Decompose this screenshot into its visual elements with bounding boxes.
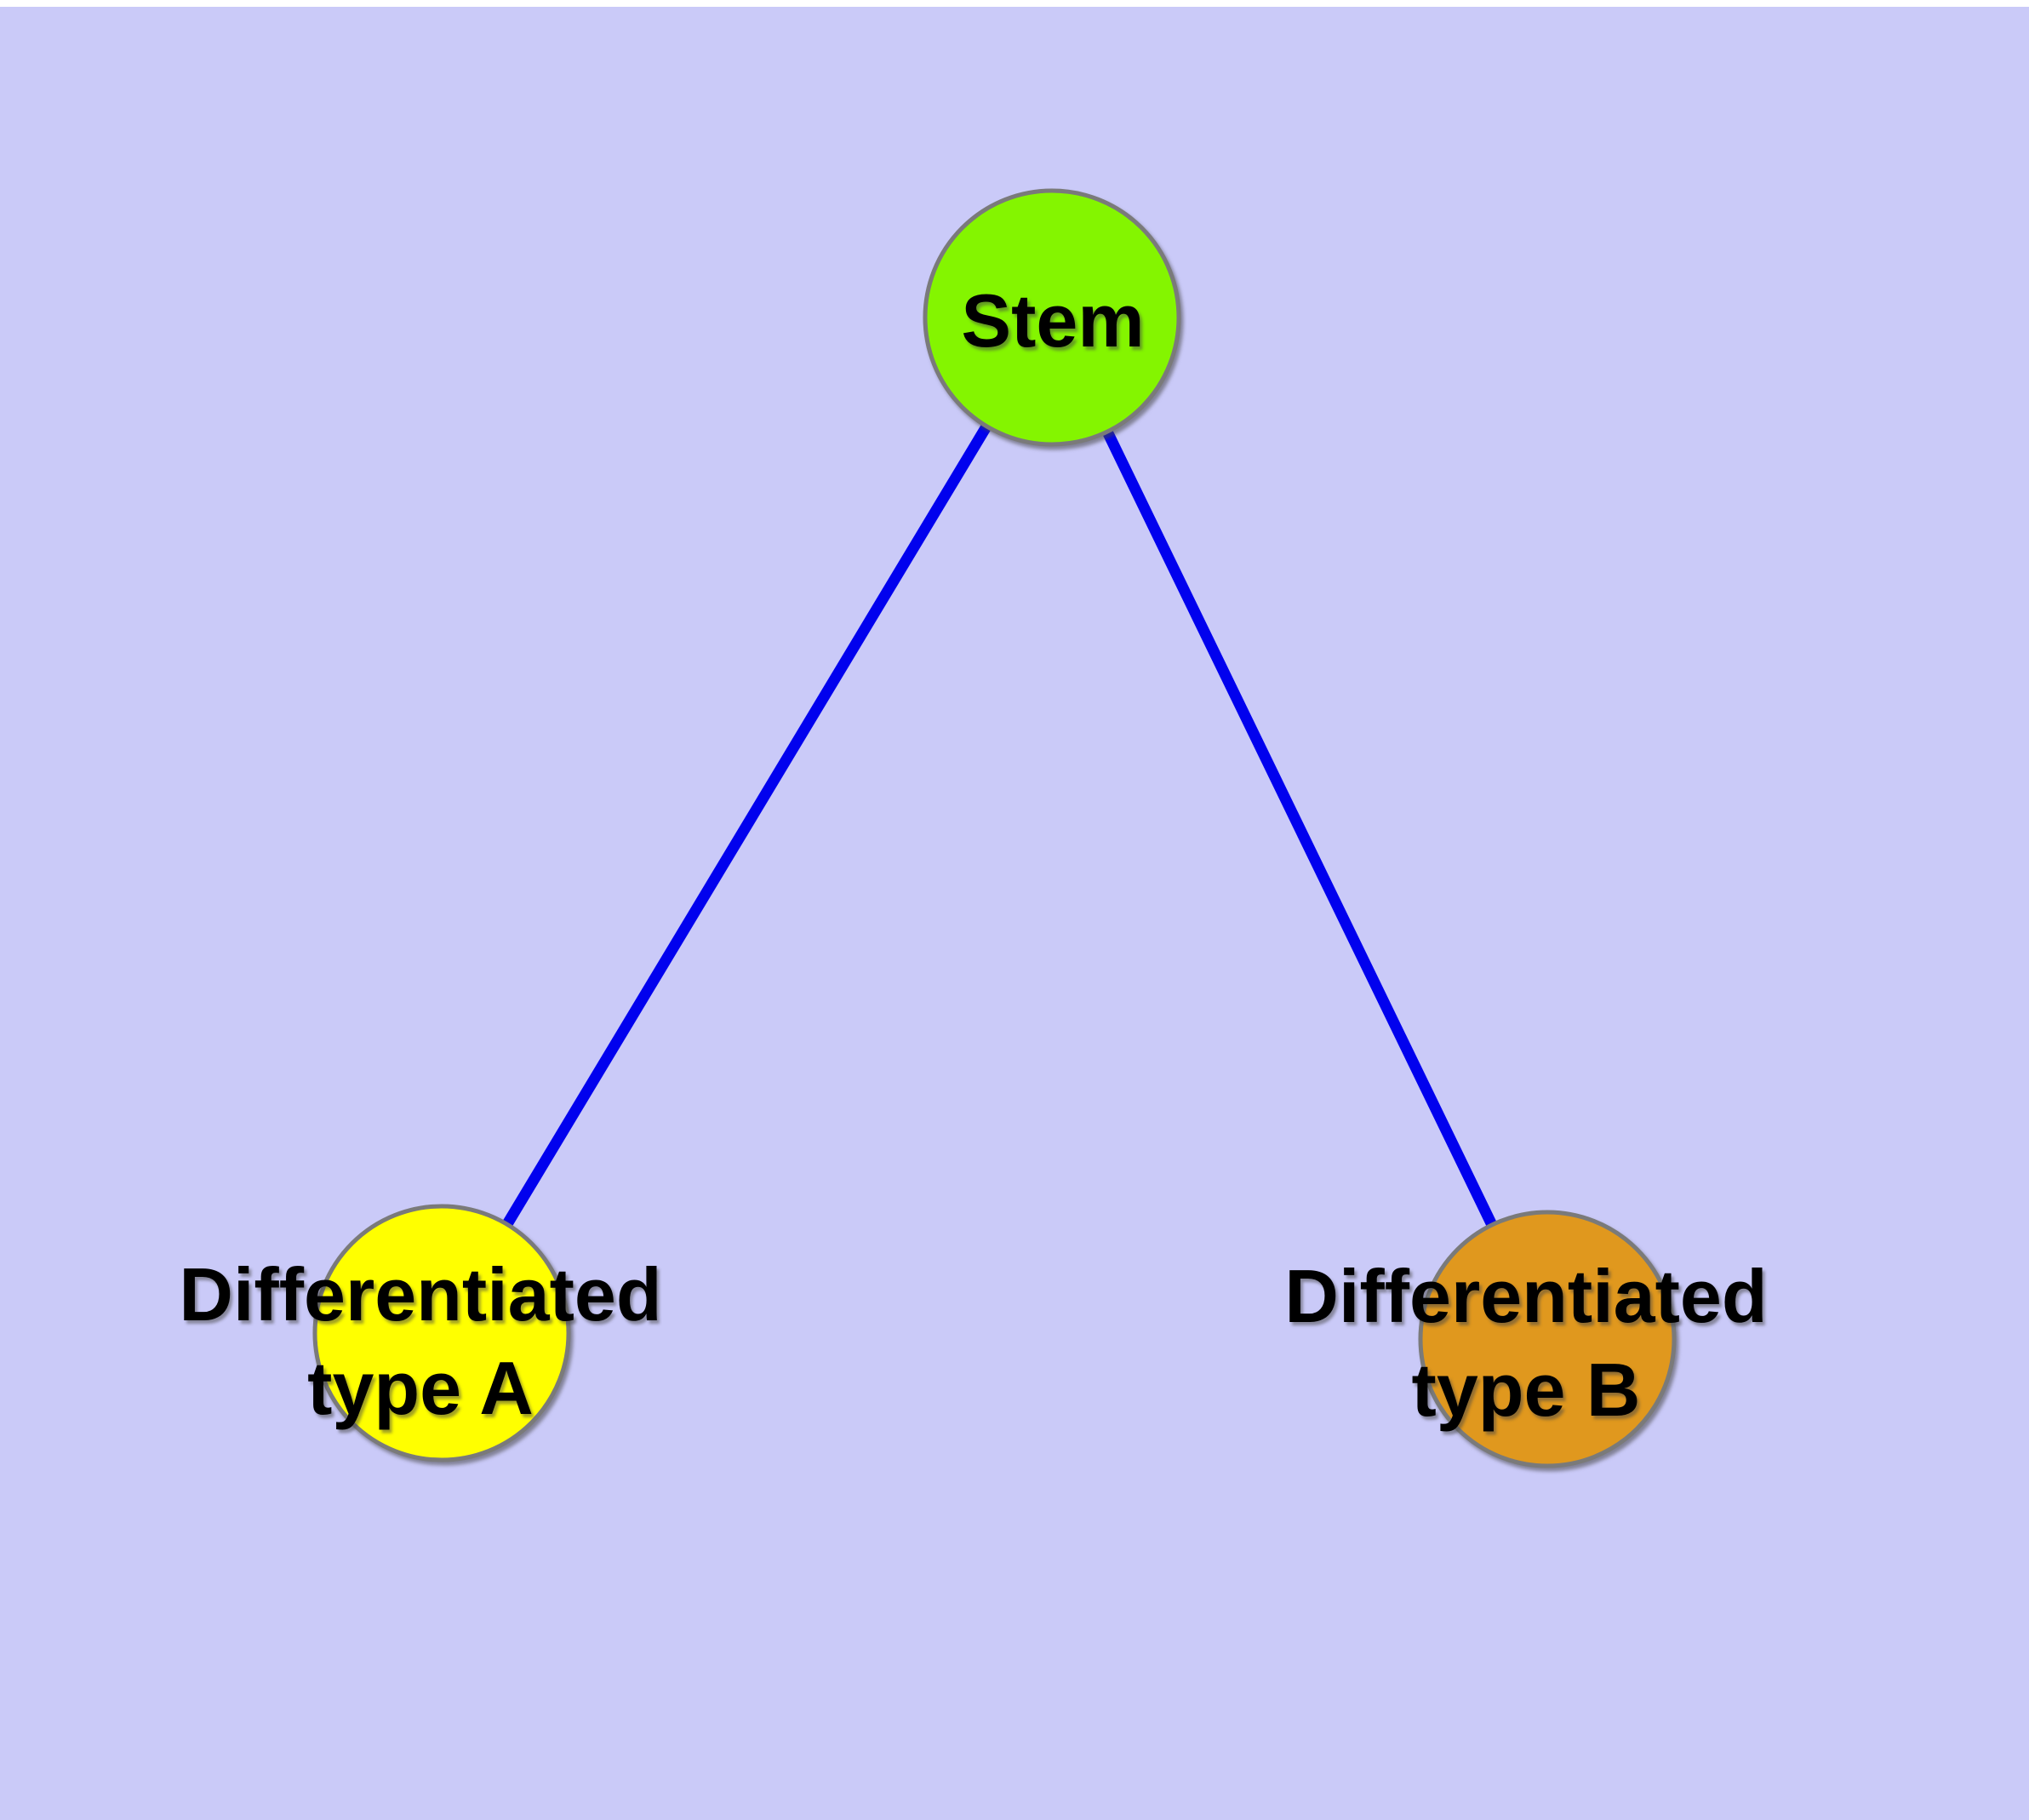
- node-stem: [923, 188, 1181, 447]
- edge-stem-to-type-a: [437, 314, 1057, 1336]
- node-differentiated-type-a: [312, 1204, 571, 1462]
- edge-stem-to-type-b: [1047, 315, 1552, 1342]
- node-differentiated-type-b: [1418, 1210, 1677, 1468]
